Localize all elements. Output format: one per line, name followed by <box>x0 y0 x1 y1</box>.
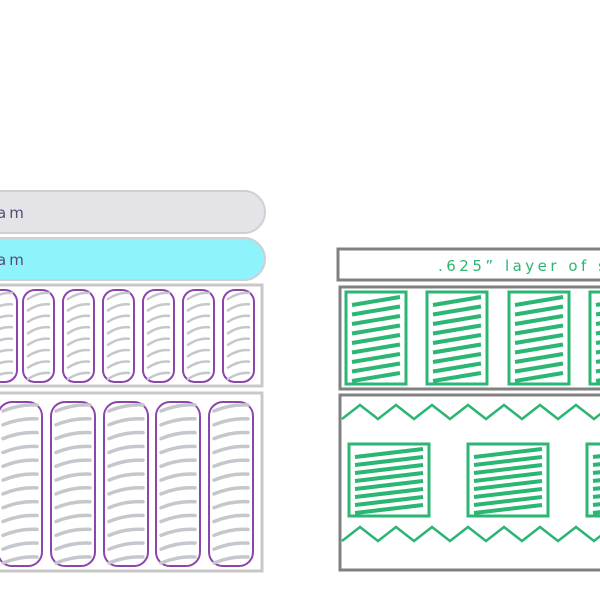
second-foam-layer <box>0 237 266 281</box>
pocket-coil-icon <box>0 401 43 567</box>
pocket-coil-icon <box>102 289 135 383</box>
upper-foam-block-row <box>344 290 600 386</box>
pocket-coil-icon <box>182 289 215 383</box>
foam-block-icon <box>425 290 489 386</box>
foam-block-icon <box>344 290 408 386</box>
spring-icon <box>54 403 92 565</box>
right-mattress: .625” layer of s <box>336 247 600 572</box>
pocket-coil-frame <box>0 391 264 573</box>
pocket-coil-icon <box>0 289 18 383</box>
spring-icon <box>26 291 51 381</box>
spring-icon <box>0 291 14 376</box>
mini-coil-frame <box>0 283 264 388</box>
lower-foam-block-row <box>347 442 600 518</box>
mini-coil-row <box>0 289 255 383</box>
callout-banner-text: .625” layer of s <box>438 257 600 275</box>
pocket-coil-icon <box>208 401 254 567</box>
pocket-coil-icon <box>103 401 149 567</box>
spring-icon <box>146 291 171 381</box>
callout-banner <box>336 247 600 282</box>
spring-icon <box>66 291 91 381</box>
bottom-zigzag-wire <box>341 525 600 543</box>
second-foam-layer-label: am <box>0 251 27 269</box>
pocket-coil-icon <box>62 289 95 383</box>
pocket-coil-icon <box>22 289 55 383</box>
pocket-coil-icon <box>155 401 201 567</box>
upper-support-panel <box>338 285 600 391</box>
spring-icon <box>106 291 131 381</box>
pocket-coil-icon <box>50 401 96 567</box>
spring-icon <box>212 403 250 565</box>
foam-block-icon <box>466 442 550 518</box>
spring-icon <box>186 291 211 381</box>
pocket-coil-icon <box>222 289 255 383</box>
spring-icon <box>159 403 197 565</box>
spring-icon <box>107 403 145 565</box>
pocket-coil-row <box>0 401 254 567</box>
lower-support-panel <box>338 393 600 572</box>
foam-block-icon <box>347 442 431 518</box>
foam-block-icon <box>507 290 571 386</box>
foam-block-icon <box>588 290 600 386</box>
top-foam-layer <box>0 190 266 234</box>
spring-icon <box>1 403 39 565</box>
spring-icon <box>226 291 251 381</box>
top-zigzag-wire <box>341 403 600 421</box>
foam-block-icon <box>585 442 600 518</box>
top-foam-layer-label: am <box>0 204 27 222</box>
left-mattress: am am <box>0 190 266 573</box>
pocket-coil-icon <box>142 289 175 383</box>
